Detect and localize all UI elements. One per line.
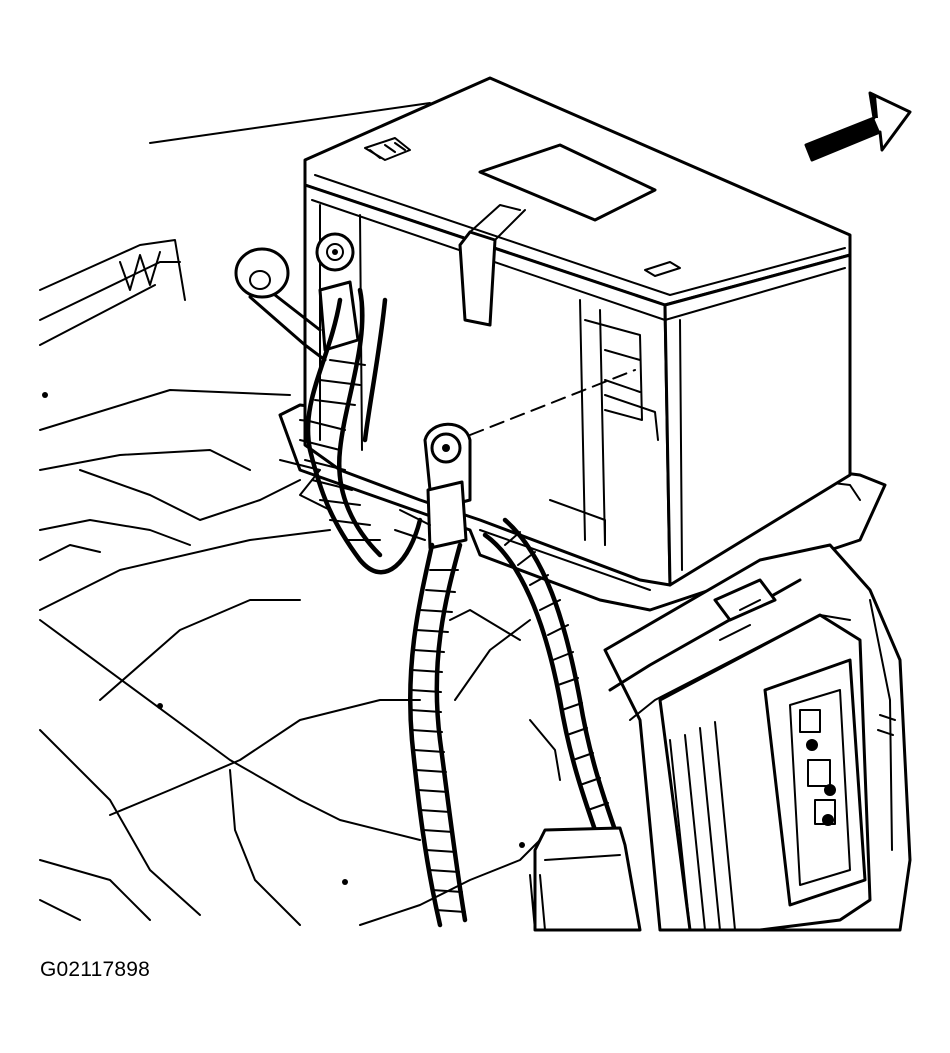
positive-cable (407, 542, 468, 928)
negative-terminal (315, 232, 360, 352)
leader-line (149, 102, 431, 144)
vehicle-floor-panel (39, 239, 561, 926)
cable-connector (529, 826, 642, 932)
negative-cable (279, 287, 423, 575)
positive-terminal (423, 369, 636, 550)
figure-id-label: G02117898 (40, 958, 151, 981)
fuse-block (603, 543, 912, 932)
front-arrow-icon (804, 91, 912, 162)
battery (303, 76, 852, 587)
harness-cable (394, 509, 618, 833)
ground-eyelet (234, 247, 327, 362)
